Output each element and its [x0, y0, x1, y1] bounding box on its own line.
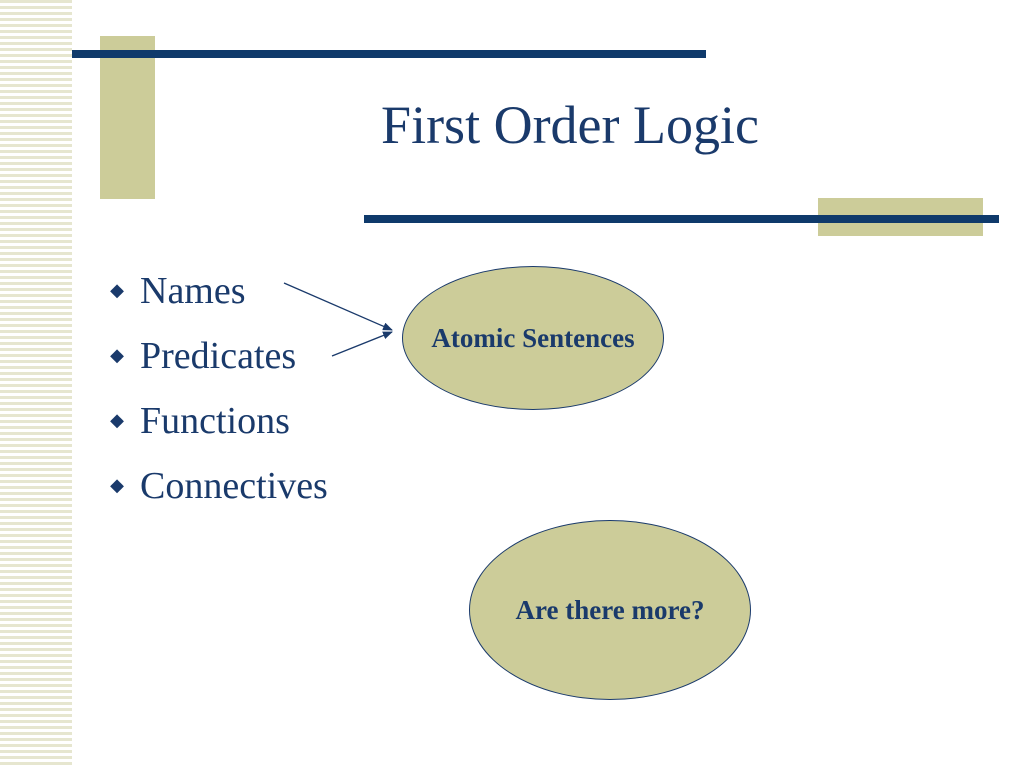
decor-block-left — [100, 36, 155, 199]
bullet-label: Functions — [140, 399, 290, 442]
bullet-item-predicates: ◆ Predicates — [104, 323, 328, 388]
diamond-bullet-icon: ◆ — [110, 410, 124, 430]
left-stripe-band — [0, 0, 72, 768]
are-there-more-label: Are there more? — [515, 594, 705, 625]
bullet-item-functions: ◆ Functions — [104, 388, 328, 453]
decor-bar-top — [72, 50, 706, 58]
bullet-label: Connectives — [140, 464, 328, 507]
atomic-sentences-label: Atomic Sentences — [431, 322, 635, 353]
are-there-more-ellipse: Are there more? — [469, 520, 751, 700]
slide-title: First Order Logic — [381, 95, 759, 155]
bullet-label: Predicates — [140, 334, 297, 377]
bullet-label: Names — [140, 269, 246, 312]
diamond-bullet-icon: ◆ — [110, 345, 124, 365]
bullet-item-connectives: ◆ Connectives — [104, 453, 328, 518]
bullet-list: ◆ Names ◆ Predicates ◆ Functions ◆ Conne… — [104, 258, 328, 518]
diamond-bullet-icon: ◆ — [110, 280, 124, 300]
diamond-bullet-icon: ◆ — [110, 475, 124, 495]
bullet-item-names: ◆ Names — [104, 258, 328, 323]
atomic-sentences-ellipse: Atomic Sentences — [402, 266, 664, 410]
decor-bar-bottom — [364, 215, 999, 223]
arrow-predicates-to-atomic — [331, 331, 393, 357]
